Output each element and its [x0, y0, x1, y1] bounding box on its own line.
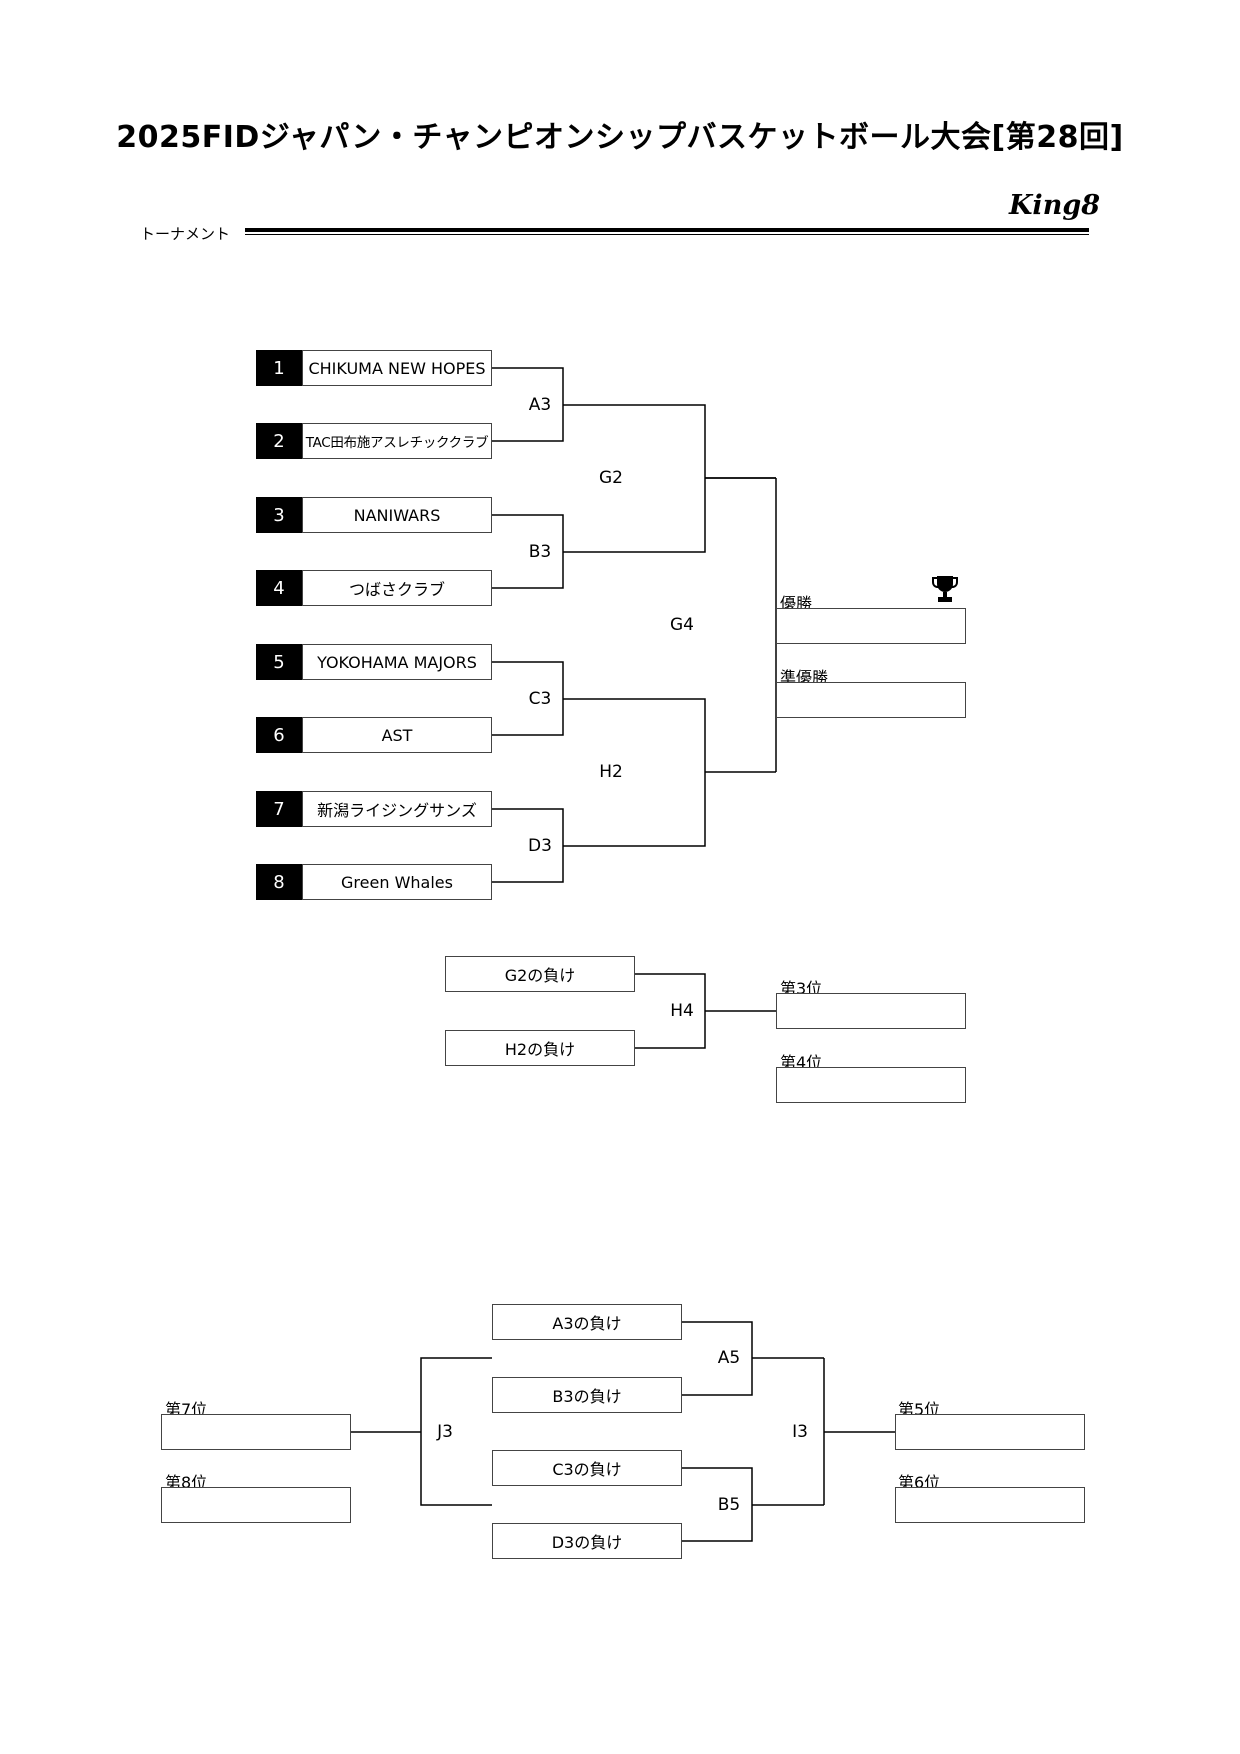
game-label-b3: B3	[528, 542, 552, 562]
section-label: トーナメント	[140, 225, 231, 243]
trophy-icon	[932, 574, 958, 608]
result-box-seventh	[161, 1414, 351, 1450]
seed-6: 6	[256, 717, 302, 753]
loser-box-b3: B3の負け	[492, 1377, 682, 1413]
seed-8: 8	[256, 864, 302, 900]
game-label-h2: H2	[599, 762, 623, 782]
game-label-a3: A3	[528, 395, 552, 415]
seed-3: 3	[256, 497, 302, 533]
game-label-h4: H4	[670, 1001, 694, 1021]
seed-4: 4	[256, 570, 302, 606]
header-rule	[245, 228, 1089, 232]
team-name-6: AST	[302, 717, 492, 753]
page-title: 2025FIDジャパン・チャンピオンシップバスケットボール大会[第28回]	[116, 120, 1124, 155]
game-label-g4: G4	[670, 615, 694, 635]
loser-box-h2: H2の負け	[445, 1030, 635, 1066]
result-box-eighth	[161, 1487, 351, 1523]
game-label-d3: D3	[528, 836, 552, 856]
team-name-5: YOKOHAMA MAJORS	[302, 644, 492, 680]
loser-box-a3: A3の負け	[492, 1304, 682, 1340]
seed-1: 1	[256, 350, 302, 386]
result-box-third	[776, 993, 966, 1029]
brand-logo: King8	[1008, 190, 1100, 221]
seed-7: 7	[256, 791, 302, 827]
team-name-3: NANIWARS	[302, 497, 492, 533]
game-label-g2: G2	[599, 468, 623, 488]
result-box-first	[776, 608, 966, 644]
game-label-j3: J3	[437, 1422, 453, 1442]
loser-box-c3: C3の負け	[492, 1450, 682, 1486]
header-rule-thin	[245, 234, 1089, 235]
game-label-b5: B5	[717, 1495, 741, 1515]
game-label-i3: I3	[792, 1422, 808, 1442]
game-label-c3: C3	[528, 689, 552, 709]
team-name-1: CHIKUMA NEW HOPES	[302, 350, 492, 386]
result-box-fourth	[776, 1067, 966, 1103]
game-label-a5: A5	[717, 1348, 741, 1368]
seed-2: 2	[256, 423, 302, 459]
result-box-second	[776, 682, 966, 718]
result-box-sixth	[895, 1487, 1085, 1523]
team-name-2: TAC田布施アスレチッククラブ	[302, 423, 492, 459]
loser-box-d3: D3の負け	[492, 1523, 682, 1559]
loser-box-g2: G2の負け	[445, 956, 635, 992]
team-name-8: Green Whales	[302, 864, 492, 900]
seed-5: 5	[256, 644, 302, 680]
team-name-7: 新潟ライジングサンズ	[302, 791, 492, 827]
team-name-4: つばさクラブ	[302, 570, 492, 606]
result-box-fifth	[895, 1414, 1085, 1450]
